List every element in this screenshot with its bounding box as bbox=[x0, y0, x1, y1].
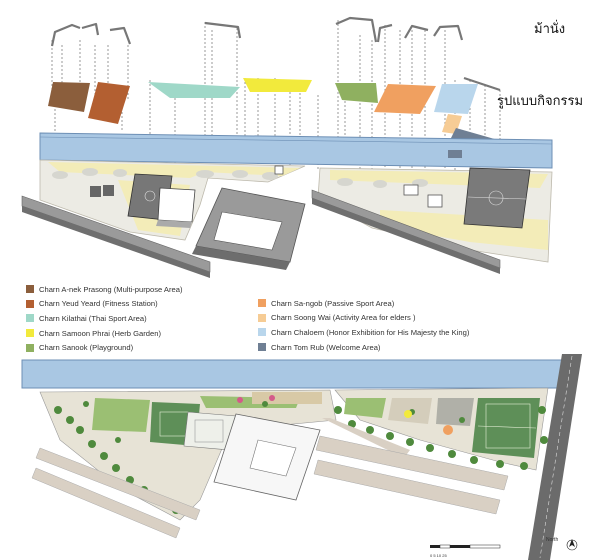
legend-swatch bbox=[258, 313, 266, 322]
pavilion-white-left bbox=[157, 187, 196, 223]
legend-label: Charn Yeud Yeard (Fitness Station) bbox=[39, 299, 158, 309]
site-plan bbox=[21, 354, 582, 560]
legend-label: Charn Kilathai (Thai Sport Area) bbox=[39, 313, 147, 323]
zone-plate-honor-exhibition bbox=[434, 84, 478, 114]
legend-item: Charn A-nek Prasong (Multi-purpose Area) bbox=[26, 282, 183, 297]
legend-item: Charn Kilathai (Thai Sport Area) bbox=[26, 311, 183, 326]
plan-courtyard-building bbox=[213, 413, 321, 501]
legend-item: Charn Tom Rub (Welcome Area) bbox=[258, 340, 469, 355]
kiosk-right bbox=[448, 150, 462, 158]
label-seat: ม้านั่ง bbox=[534, 22, 566, 37]
legend-item: Charn Soong Wai (Activity Area for elder… bbox=[258, 311, 469, 326]
scale-label: 0 5 10 25 bbox=[430, 553, 447, 558]
zone-plate-thai-sport bbox=[148, 82, 240, 98]
legend-label: Charn Tom Rub (Welcome Area) bbox=[271, 342, 381, 352]
axonometric-diagram bbox=[21, 16, 553, 278]
legend-swatch bbox=[258, 343, 266, 352]
legend-swatch bbox=[26, 343, 34, 352]
legend-item: Charn Sa-ngob (Passive Sport Area) bbox=[258, 296, 469, 311]
pavilion-b bbox=[103, 185, 114, 196]
legend-item: Charn Yeud Yeard (Fitness Station) bbox=[26, 297, 183, 312]
legend-label: Charn Chaloem (Honor Exhibition for His … bbox=[271, 327, 470, 337]
courtyard-building bbox=[192, 187, 306, 270]
bench-outlines bbox=[50, 16, 501, 92]
pavilion-right-a bbox=[403, 184, 419, 196]
canal-plan bbox=[21, 359, 563, 389]
legend-label: Charn A-nek Prasong (Multi-purpose Area) bbox=[39, 284, 183, 294]
zone-plate-multi-purpose bbox=[48, 82, 90, 112]
legend-label: Charn Soong Wai (Activity Area for elder… bbox=[271, 313, 416, 323]
scale-bar bbox=[430, 544, 501, 549]
zone-plate-fitness bbox=[88, 82, 130, 124]
legend-label: Charn Samoon Phrai (Herb Garden) bbox=[39, 328, 161, 338]
north-arrow-icon bbox=[566, 539, 578, 551]
plan-accents bbox=[237, 395, 453, 435]
legend-label: Charn Sanook (Playground) bbox=[39, 343, 134, 353]
legend-swatch bbox=[258, 299, 266, 308]
zone-plate-herb-garden bbox=[243, 78, 312, 92]
zone-plates bbox=[48, 78, 498, 150]
pavilion-right-b bbox=[427, 194, 443, 208]
legend-swatch bbox=[26, 314, 34, 323]
legend-item: Charn Chaloem (Honor Exhibition for His … bbox=[258, 325, 469, 340]
legend-swatch bbox=[258, 328, 266, 337]
walkway-left bbox=[48, 162, 300, 178]
legend-label: Charn Sa-ngob (Passive Sport Area) bbox=[271, 298, 395, 308]
road bbox=[528, 354, 582, 560]
legend-item: Charn Samoon Phrai (Herb Garden) bbox=[26, 326, 183, 341]
zone-plate-passive-sport bbox=[374, 84, 436, 114]
zone-plate-playground bbox=[335, 83, 378, 103]
label-activity-pattern: รูปแบบกิจกรรม bbox=[497, 94, 584, 109]
kiosk-left bbox=[274, 165, 284, 175]
legend-left: Charn A-nek Prasong (Multi-purpose Area)… bbox=[26, 282, 183, 355]
legend-swatch bbox=[26, 285, 34, 294]
plan-courts-left bbox=[92, 392, 322, 451]
legend-swatch bbox=[26, 329, 34, 338]
canal-axonometric bbox=[39, 132, 553, 169]
pavilion-a bbox=[90, 186, 101, 197]
legend-right: Charn Sa-ngob (Passive Sport Area) Charn … bbox=[258, 296, 469, 354]
long-buildings bbox=[21, 189, 501, 278]
north-label: North bbox=[546, 537, 559, 543]
legend-swatch bbox=[26, 299, 34, 308]
legend-item: Charn Sanook (Playground) bbox=[26, 340, 183, 355]
parking-lots bbox=[31, 418, 509, 539]
